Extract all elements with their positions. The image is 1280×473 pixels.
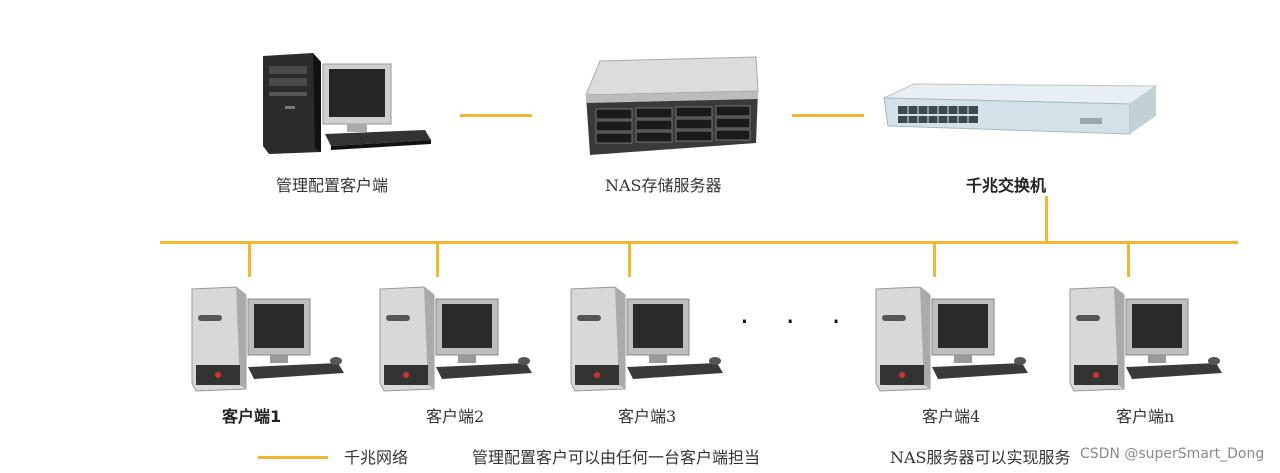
switch-uplink — [1045, 196, 1048, 242]
client-2-computer — [376, 285, 536, 393]
admin-client-label: 管理配置客户端 — [276, 176, 389, 195]
client-3-computer — [567, 285, 727, 393]
computer-icon — [376, 285, 536, 393]
client-1-computer — [188, 285, 348, 393]
legend-line-swatch — [258, 456, 328, 459]
client-2-label: 客户端2 — [426, 407, 485, 426]
nas-server-label: NAS存储服务器 — [605, 176, 722, 195]
client-2-drop — [436, 243, 439, 277]
nas-switch-link — [792, 114, 864, 117]
computer-icon — [1066, 285, 1226, 393]
computer-icon — [567, 285, 727, 393]
client-4-label: 客户端4 — [922, 407, 981, 426]
switch-icon — [883, 83, 1158, 135]
note-nas-server: NAS服务器可以实现服务 — [890, 448, 1071, 467]
client-n-label: 客户端n — [1116, 407, 1175, 426]
client-1-drop — [248, 243, 251, 277]
gigabit-switch — [880, 82, 1160, 152]
legend-network-label: 千兆网络 — [344, 448, 409, 467]
client-4-drop — [933, 243, 936, 277]
client-4-computer — [872, 285, 1032, 393]
computer-icon — [188, 285, 348, 393]
client-3-drop — [628, 243, 631, 277]
computer-icon — [263, 53, 431, 154]
admin-nas-link — [460, 114, 532, 117]
client-3-label: 客户端3 — [618, 407, 677, 426]
nas-server — [580, 55, 765, 160]
server-icon — [585, 56, 759, 155]
admin-computer — [255, 50, 435, 158]
client-1-label: 客户端1 — [222, 407, 282, 426]
client-n-drop — [1127, 243, 1130, 277]
more-clients-ellipsis: · · · · — [740, 305, 901, 338]
client-n-computer — [1066, 285, 1226, 393]
network-bus — [160, 241, 1238, 244]
computer-icon — [872, 285, 1032, 393]
csdn-watermark: CSDN @superSmart_Dong — [1080, 446, 1265, 462]
switch-label: 千兆交换机 — [966, 176, 1047, 195]
note-admin-client: 管理配置客户可以由任何一台客户端担当 — [472, 448, 761, 467]
